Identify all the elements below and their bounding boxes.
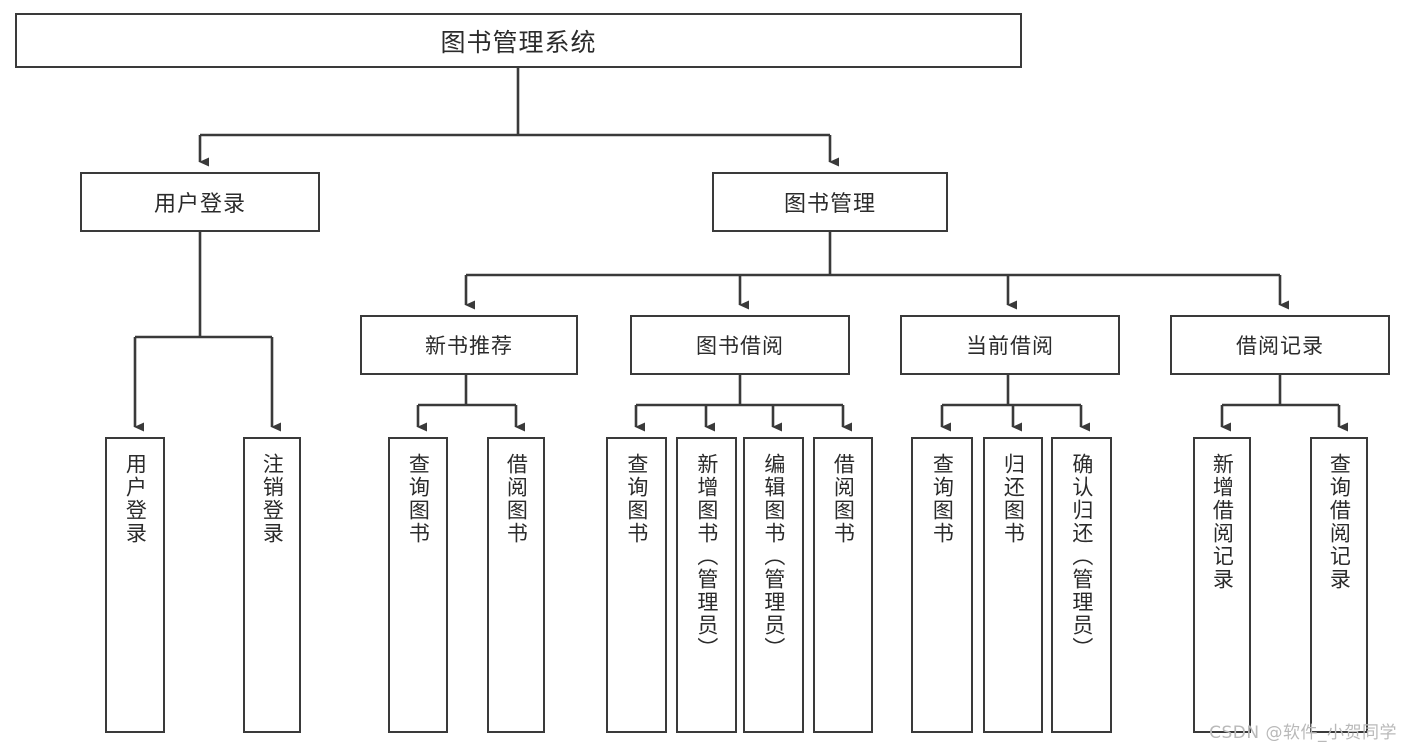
leaf-node-label: 查询图书 (930, 453, 955, 545)
csdn-watermark: CSDN @软件_小贺同学 (1209, 723, 1397, 743)
level2-node-2[interactable]: 图书借阅 (630, 315, 850, 375)
leaf-node-8[interactable]: 借阅图书 (813, 437, 873, 733)
level2-node-label: 借阅记录 (1236, 334, 1324, 358)
leaf-node-4[interactable]: 借阅图书 (487, 437, 545, 733)
leaf-node-7[interactable]: 编辑图书（管理员） (743, 437, 804, 733)
leaf-node-label: 注销登录 (260, 453, 285, 545)
leaf-node-12[interactable]: 新增借阅记录 (1193, 437, 1251, 733)
leaf-node-2[interactable]: 注销登录 (243, 437, 301, 733)
leaf-node-label: 查询借阅记录 (1327, 453, 1352, 591)
leaf-node-5[interactable]: 查询图书 (606, 437, 667, 733)
leaf-node-label: 确认归还（管理员） (1069, 453, 1094, 660)
level2-node-label: 新书推荐 (425, 334, 513, 358)
leaf-node-label: 查询图书 (624, 453, 649, 545)
leaf-node-label: 用户登录 (123, 453, 148, 545)
leaf-node-label: 借阅图书 (831, 453, 856, 545)
level2-node-label: 当前借阅 (966, 334, 1054, 358)
leaf-node-label: 新增图书（管理员） (694, 453, 719, 660)
root-node-label: 图书管理系统 (440, 27, 597, 57)
level2-node-3[interactable]: 当前借阅 (900, 315, 1120, 375)
level1-node-1[interactable]: 用户登录 (80, 172, 320, 232)
leaf-node-9[interactable]: 查询图书 (911, 437, 973, 733)
level1-node-label: 用户登录 (153, 192, 246, 217)
leaf-node-label: 查询图书 (406, 453, 431, 545)
leaf-node-label: 归还图书 (1001, 453, 1026, 545)
leaf-node-6[interactable]: 新增图书（管理员） (676, 437, 737, 733)
level1-node-label: 图书管理 (783, 192, 876, 217)
level2-node-4[interactable]: 借阅记录 (1170, 315, 1390, 375)
root-node[interactable]: 图书管理系统 (15, 13, 1022, 68)
leaf-node-10[interactable]: 归还图书 (983, 437, 1043, 733)
leaf-node-label: 新增借阅记录 (1210, 453, 1235, 591)
leaf-node-1[interactable]: 用户登录 (105, 437, 165, 733)
leaf-node-label: 借阅图书 (504, 453, 529, 545)
leaf-node-11[interactable]: 确认归还（管理员） (1051, 437, 1112, 733)
level2-node-1[interactable]: 新书推荐 (360, 315, 578, 375)
level2-node-label: 图书借阅 (696, 334, 784, 358)
leaf-node-3[interactable]: 查询图书 (388, 437, 448, 733)
leaf-node-label: 编辑图书（管理员） (761, 453, 786, 660)
leaf-node-13[interactable]: 查询借阅记录 (1310, 437, 1368, 733)
level1-node-2[interactable]: 图书管理 (712, 172, 948, 232)
